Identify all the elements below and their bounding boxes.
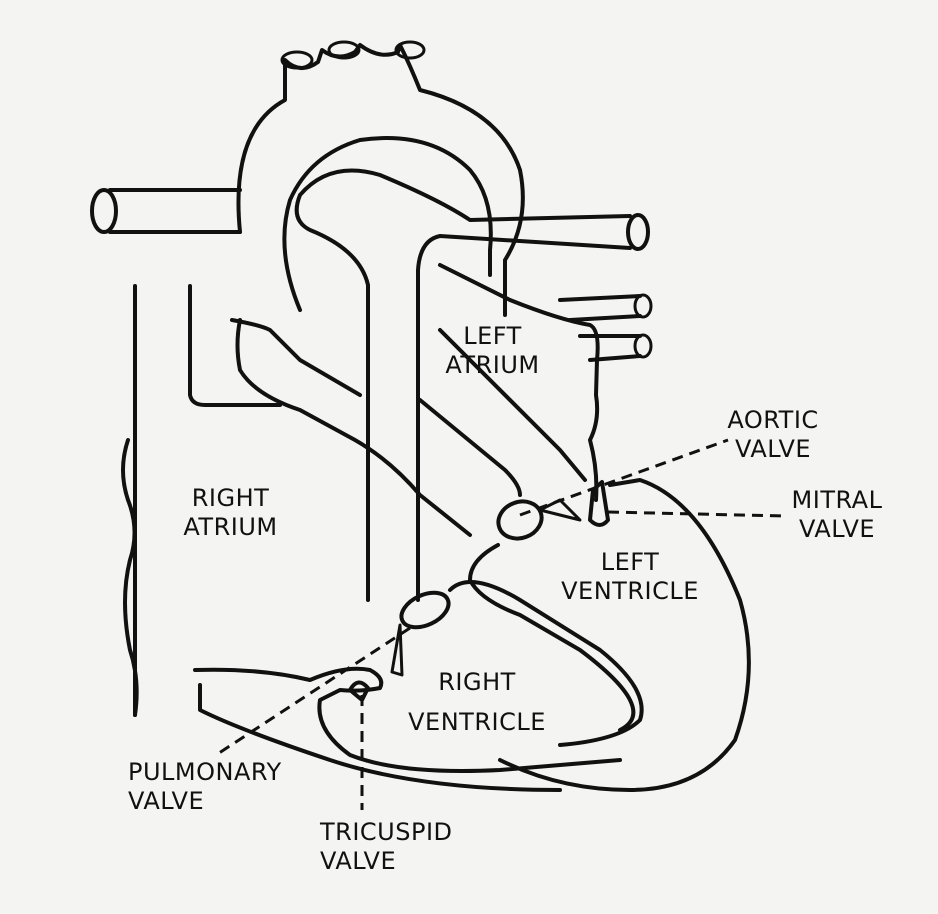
mitral-valve-leader	[608, 512, 785, 516]
label-pulmonary-valve: PULMONARY VALVE	[128, 758, 308, 816]
pulmonary-valve-leader	[216, 628, 410, 755]
label-pulmonary-valve-line2: VALVE	[128, 787, 308, 816]
label-left-atrium-line1: LEFT	[430, 322, 555, 351]
label-aortic-valve-line1: AORTIC	[718, 406, 828, 435]
aortic-valve-ring	[493, 496, 547, 545]
label-aortic-valve-line2: VALVE	[718, 435, 828, 464]
label-left-atrium: LEFT ATRIUM	[430, 322, 555, 380]
label-tricuspid-valve: TRICUSPID VALVE	[320, 818, 470, 876]
pulmonary-vein-end-1	[635, 295, 651, 317]
label-right-atrium: RIGHT ATRIUM	[163, 484, 298, 542]
pulmonary-vein-end-2	[635, 335, 651, 357]
label-tricuspid-valve-line1: TRICUSPID	[320, 818, 470, 847]
label-aortic-valve: AORTIC VALVE	[718, 406, 828, 464]
label-left-ventricle-line1: LEFT	[545, 548, 715, 577]
pulmonary-veins	[560, 296, 640, 360]
label-left-atrium-line2: ATRIUM	[430, 351, 555, 380]
pulmonary-artery-left	[110, 190, 240, 232]
aortic-arch	[238, 45, 522, 315]
label-pulmonary-valve-line1: PULMONARY	[128, 758, 308, 787]
label-mitral-valve-line1: MITRAL	[782, 486, 892, 515]
label-mitral-valve-line2: VALVE	[782, 515, 892, 544]
pulmonary-artery-left-end	[92, 190, 116, 232]
label-tricuspid-valve-line2: VALVE	[320, 847, 470, 876]
label-left-ventricle: LEFT VENTRICLE	[545, 548, 715, 606]
left-ventricle-wall	[470, 480, 749, 790]
label-left-ventricle-line2: VENTRICLE	[545, 577, 715, 606]
pulmonary-artery-right-end	[628, 215, 648, 249]
label-right-atrium-line1: RIGHT	[163, 484, 298, 513]
label-right-ventricle: RIGHT VENTRICLE	[392, 662, 562, 742]
aortic-arch-inner	[284, 138, 490, 310]
label-right-ventricle-line2: VENTRICLE	[392, 702, 562, 742]
aortic-valve-cusps	[540, 500, 580, 520]
label-right-ventricle-line1: RIGHT	[392, 662, 562, 702]
label-right-atrium-line2: ATRIUM	[163, 513, 298, 542]
label-mitral-valve: MITRAL VALVE	[782, 486, 892, 544]
pulmonary-valve-ring	[396, 586, 454, 634]
